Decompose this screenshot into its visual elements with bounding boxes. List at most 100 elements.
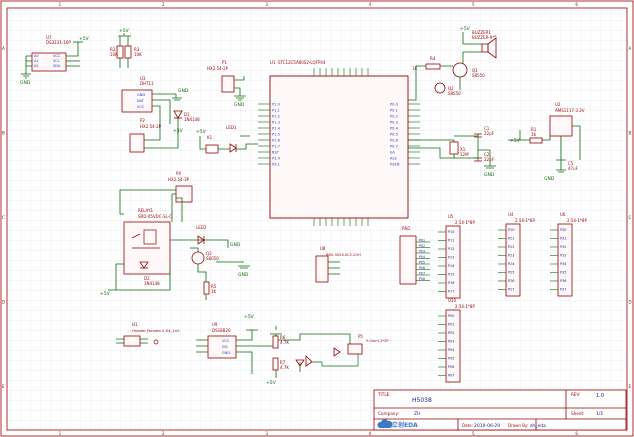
c5-ref: C5 (568, 161, 574, 166)
r5-ref: R5 (211, 284, 217, 289)
row-marker: E (629, 384, 632, 389)
drawn-label: Drawn By: (508, 423, 528, 428)
u3-sensor[interactable]: U3 DHT11 GND DAT VCC GND (121, 76, 189, 140)
d1-p2[interactable]: D1 1N4148 P2 HX2.54-2P +5V (129, 110, 200, 153)
u2-regulator[interactable]: U2 AMS1117-3.3V R1 1K +5V C5 47uF GND (508, 102, 585, 182)
u9-pin: VCC (222, 339, 230, 343)
header-pin-label: P33 (560, 254, 566, 258)
header-pin-label: P10 (448, 230, 454, 234)
u1-pin-label: P1.4 (272, 126, 281, 130)
led1-k1[interactable]: +5V K1 LED1 (196, 125, 258, 154)
u8-switch[interactable]: U8 B6G-9X2X-0C2-2OH (315, 246, 361, 283)
rn1-pin-label: P08 (419, 277, 425, 281)
vcc-label: +5V (510, 138, 521, 144)
u9-sensor[interactable]: U9 DS18B20 VCC DQ GND +5V +5V R6 4.7K R7… (196, 314, 389, 386)
r4-value: 1K (412, 66, 418, 71)
relay-circuit[interactable]: P4 HX2.54-3P RELAY1 SRD-05VDC-SL-C D2 1N… (100, 171, 250, 300)
row-marker: A (629, 46, 632, 51)
header-pin-label: P34 (560, 262, 566, 266)
row-marker: E (2, 384, 5, 389)
p1-header[interactable]: P1 HX2.54-2P GND (207, 60, 246, 108)
u1-value: STC12C5A60S2-LQFP44 (278, 60, 326, 65)
crystal-circuit[interactable]: X1 12M C1 22pF C2 22pF GND (408, 126, 496, 178)
u9-value: DS18B20 (212, 328, 231, 333)
c2-value: 22pF (484, 157, 495, 162)
buzzer-circuit[interactable]: +5V BUZZER1 BUZZER-9*5 Q1 S8550 R4 1K Q2… (408, 26, 497, 101)
u5-value: 2.54-1*8P (455, 220, 475, 225)
u9-pin: GND (222, 351, 230, 355)
title-block: TITLE: H5038 REV: 1.0 Company: ZH Sheet:… (373, 389, 627, 431)
column-marker: 2 (162, 431, 165, 436)
header-pin-label: P22 (508, 245, 514, 249)
h1-header[interactable]: H1 Header-Female-2.54_2x2 (116, 322, 180, 347)
k1-ref: K1 (207, 135, 213, 140)
company-value: ZH (414, 411, 420, 417)
r6-value: 4.7K (280, 340, 289, 345)
header-pin-label: P35 (560, 271, 566, 275)
u1-ref: U1 (270, 60, 276, 65)
c5-value: 47uF (568, 166, 579, 171)
header-pin-label: P16 (448, 281, 454, 285)
u1-pin-label: P1.5 (272, 132, 280, 136)
u7-pin: A2 (34, 64, 39, 68)
r5-value: 1K (211, 289, 217, 294)
row-marker: C (629, 215, 632, 220)
u3-pin: VCC (137, 105, 145, 109)
rev-value: 1.0 (596, 393, 604, 399)
rn1-pin-label: P05 (419, 260, 425, 264)
column-marker: 2 (162, 2, 165, 7)
h1-value: Header-Female-2.54_2x2 (132, 328, 180, 333)
u3-ref: U3 (140, 76, 146, 81)
u1-mcu[interactable]: U1 STC12C5A60S2-LQFP44 P1.0P1.1P1.2P1.3P… (258, 60, 420, 226)
column-marker: 1 (59, 431, 62, 436)
u7-rtc[interactable]: U7 DS3231-16P A0 A1 A2 VCC SCL SDA GND +… (20, 35, 90, 86)
u7-pin: VCC (53, 54, 61, 58)
vcc-label: +5V (196, 129, 207, 135)
u1-pin-label: P1.7 (272, 144, 280, 148)
u1-top-stubs (313, 68, 369, 226)
column-marker: 3 (265, 2, 268, 7)
column-marker: 6 (575, 2, 578, 7)
x1-value: 12M (460, 152, 469, 157)
header-pin-label: P14 (448, 264, 454, 268)
d2-value: 1N4148 (144, 281, 160, 286)
u4-value: 2.54-1*8P (515, 218, 535, 223)
u1-pin-label: RST (272, 150, 280, 154)
gnd-label: GND (230, 242, 241, 248)
vcc-label: +5V (266, 380, 277, 386)
drawn-value: zh_eda (530, 423, 546, 429)
relay-value: SRD-05VDC-SL-C (138, 214, 172, 219)
header-pin-label: P07 (448, 374, 454, 378)
u1-pin-label: P1.3 (272, 120, 280, 124)
u7-pin: A0 (34, 54, 39, 58)
u1-pin-label: P0.7 (390, 144, 398, 148)
q3-value: S8050 (206, 256, 219, 261)
row-marker: B (2, 131, 5, 136)
row-marker: C (2, 215, 5, 220)
column-marker: 3 (265, 431, 268, 436)
u3-pin: DAT (137, 99, 145, 103)
d1-value: 1N4148 (184, 117, 200, 122)
u1-pin-label: P0.4 (390, 126, 399, 130)
sheet-value: 1/1 (596, 411, 603, 417)
column-marker: 5 (472, 431, 475, 436)
row-marker: D (629, 299, 632, 304)
relay-ref: RELAY1 (138, 208, 153, 213)
u7-ref: U7 (46, 35, 52, 40)
header-pin-label: P24 (508, 262, 514, 266)
u1-pin-label: P0.3 (390, 120, 398, 124)
header-pin-label: P13 (448, 256, 454, 260)
u1-pin-label: P1.6 (272, 138, 281, 142)
gnd-label: GND (544, 176, 555, 182)
r2-r3-pullups[interactable]: +5V R2 10K R3 10K (110, 28, 142, 68)
r3-ref: R3 (134, 47, 140, 52)
header-pin-label: P03 (448, 340, 454, 344)
rn1-pin-label: P02 (419, 244, 425, 248)
